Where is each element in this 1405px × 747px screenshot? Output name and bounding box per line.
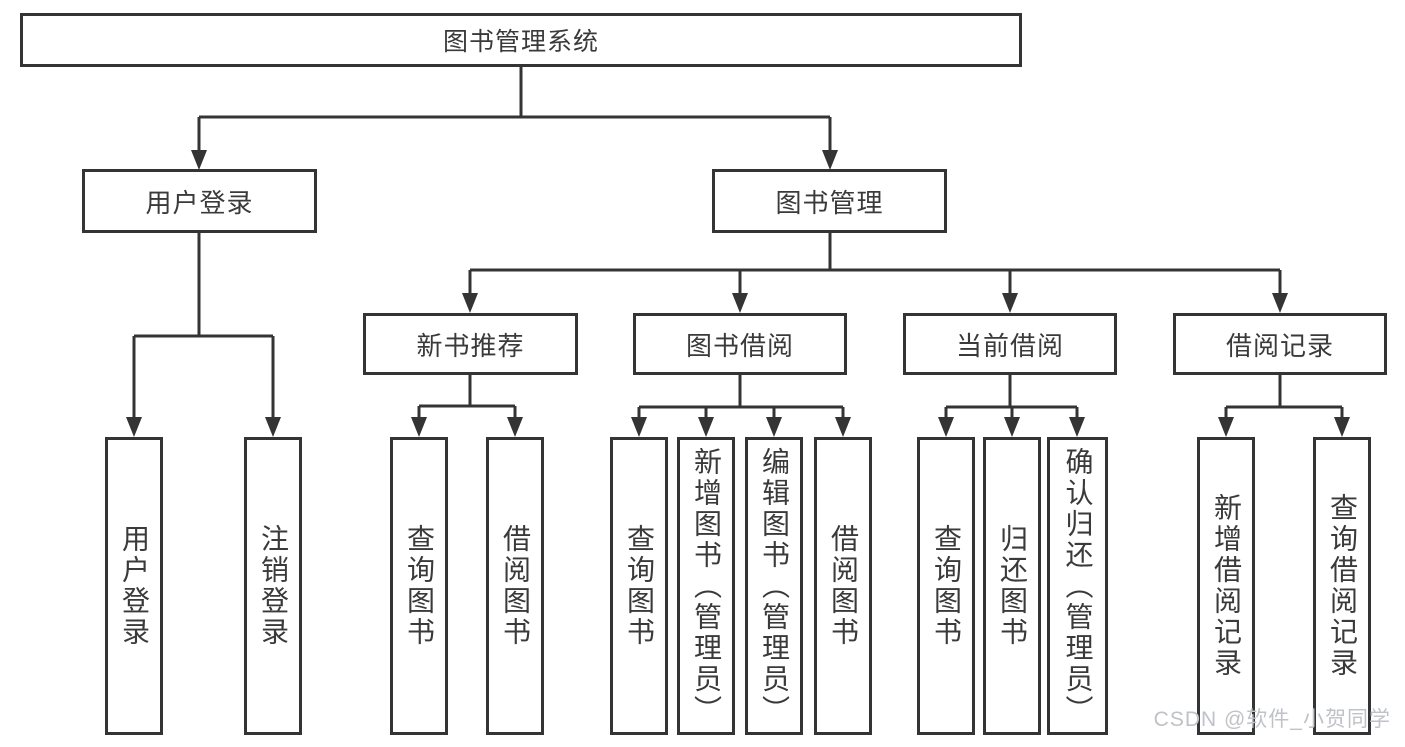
node-library-management-system: 图书管理系统 <box>20 13 1022 67</box>
node-book-management: 图书管理 <box>712 169 947 233</box>
node-label: 查询借阅记录 <box>1327 493 1358 679</box>
arrow-down-icon <box>631 417 647 437</box>
node-borrow-records: 借阅记录 <box>1173 313 1387 375</box>
node-label: 图书借阅 <box>685 330 794 361</box>
node-label: 查询图书 <box>624 524 655 648</box>
node-label: 图书管理 <box>775 187 884 218</box>
leaf-add-books-admin: 新增图书（管理员） <box>677 437 735 735</box>
node-label: 查询图书 <box>404 524 435 648</box>
arrow-down-icon <box>1272 293 1288 313</box>
connector-borrow-records-to-leaves <box>1218 375 1350 437</box>
arrow-down-icon <box>938 417 954 437</box>
arrow-down-icon <box>411 417 427 437</box>
node-label: 借阅记录 <box>1225 330 1334 361</box>
leaf-return-books: 归还图书 <box>983 437 1041 735</box>
arrow-down-icon <box>462 293 478 313</box>
node-label: 新增借阅记录 <box>1211 493 1242 679</box>
arrow-down-icon <box>698 417 714 437</box>
arrow-down-icon <box>822 150 838 170</box>
leaf-query-books-recommend: 查询图书 <box>390 437 448 735</box>
arrow-down-icon <box>1218 417 1234 437</box>
node-label: 用户登录 <box>119 524 150 648</box>
arrow-down-icon <box>507 417 523 437</box>
arrow-down-icon <box>126 417 142 437</box>
node-label: 借阅图书 <box>500 524 531 648</box>
leaf-query-borrow-record: 查询借阅记录 <box>1313 437 1371 735</box>
arrow-down-icon <box>191 150 207 170</box>
node-label: 图书管理系统 <box>442 28 599 56</box>
node-label: 当前借阅 <box>955 330 1064 361</box>
arrow-down-icon <box>766 417 782 437</box>
leaf-edit-books-admin: 编辑图书（管理员） <box>745 437 803 735</box>
node-label: 借阅图书 <box>828 524 859 648</box>
csdn-watermark: CSDN @软件_小贺同学 <box>1153 708 1391 731</box>
node-label: 用户登录 <box>145 187 254 218</box>
connector-book-borrow-to-leaves <box>631 375 851 437</box>
connector-book-management-to-level3 <box>462 233 1288 313</box>
node-book-borrow: 图书借阅 <box>633 313 847 375</box>
leaf-borrow-books-recommend: 借阅图书 <box>486 437 544 735</box>
connector-user-login-to-leaves <box>126 233 281 437</box>
leaf-user-login: 用户登录 <box>105 437 163 735</box>
leaf-logout: 注销登录 <box>244 437 302 735</box>
node-label: 归还图书 <box>997 524 1028 648</box>
leaf-confirm-return-admin: 确认归还（管理员） <box>1047 437 1108 735</box>
node-label: 确认归还（管理员） <box>1062 446 1094 726</box>
node-label: 编辑图书（管理员） <box>759 446 790 726</box>
arrow-down-icon <box>265 417 281 437</box>
leaf-add-borrow-record: 新增借阅记录 <box>1197 437 1255 735</box>
node-current-borrow: 当前借阅 <box>903 313 1117 375</box>
leaf-query-books-borrow: 查询图书 <box>610 437 668 735</box>
node-user-login: 用户登录 <box>82 169 317 233</box>
node-label: 新书推荐 <box>416 330 525 361</box>
connector-new-book-recommend-to-leaves <box>411 375 523 437</box>
leaf-query-books-current: 查询图书 <box>917 437 975 735</box>
connector-root-to-level2 <box>191 67 838 170</box>
arrow-down-icon <box>1002 293 1018 313</box>
arrow-down-icon <box>1334 417 1350 437</box>
node-label: 注销登录 <box>258 524 289 648</box>
node-label: 新增图书（管理员） <box>691 446 722 726</box>
arrow-down-icon <box>835 417 851 437</box>
arrow-down-icon <box>1069 417 1085 437</box>
leaf-borrow-books: 借阅图书 <box>814 437 872 735</box>
node-label: 查询图书 <box>931 524 962 648</box>
node-new-book-recommend: 新书推荐 <box>363 313 578 375</box>
arrow-down-icon <box>1004 417 1020 437</box>
arrow-down-icon <box>732 293 748 313</box>
connector-current-borrow-to-leaves <box>938 375 1085 437</box>
